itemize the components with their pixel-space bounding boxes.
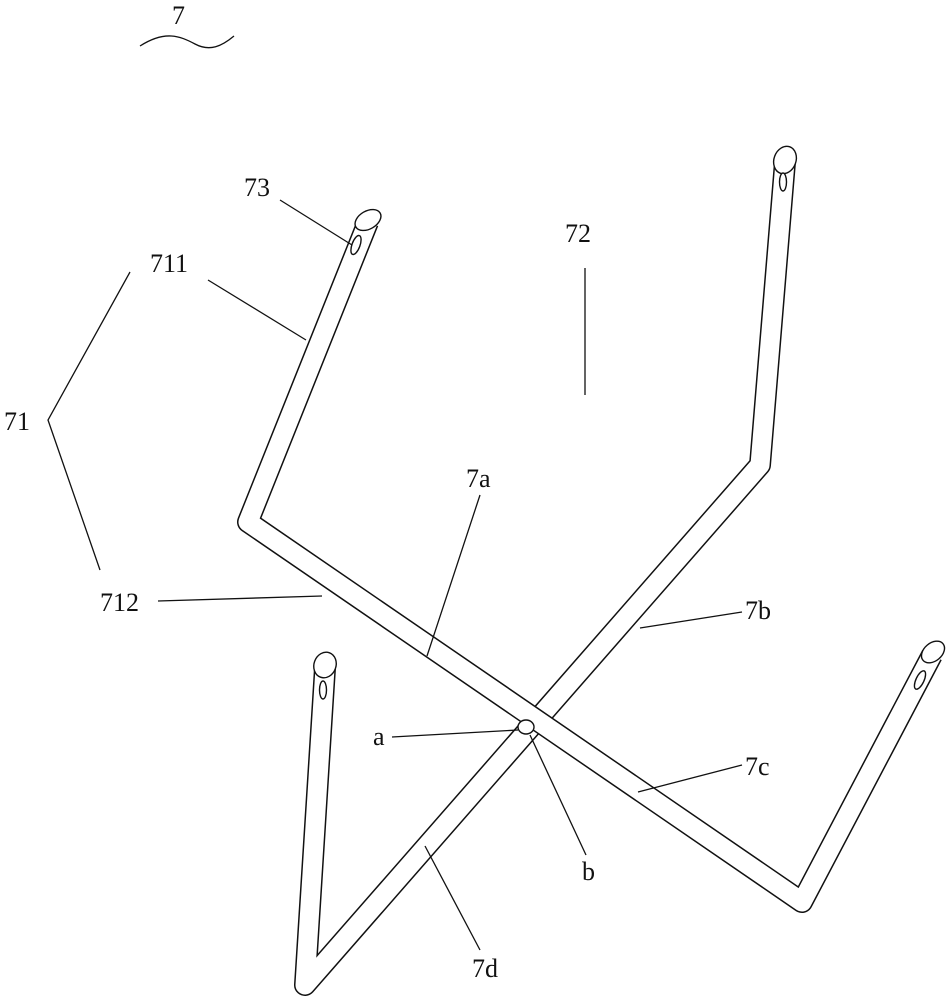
label-71: 71 <box>4 407 30 436</box>
label-712: 712 <box>100 588 139 617</box>
hole-a <box>517 719 535 735</box>
label-73: 73 <box>244 173 270 202</box>
label-7b: 7b <box>745 596 771 625</box>
label-711: 711 <box>150 249 188 278</box>
label-a: a <box>373 722 385 751</box>
label-7c: 7c <box>745 752 770 781</box>
label-b: b <box>582 857 595 886</box>
figure-number: 7 <box>172 1 185 30</box>
rod-first <box>237 208 946 913</box>
label-7d: 7d <box>472 954 498 983</box>
figure-squiggle <box>139 35 235 49</box>
bracket-71 <box>47 271 131 571</box>
label-72: 72 <box>565 219 591 248</box>
label-7a: 7a <box>466 464 491 493</box>
